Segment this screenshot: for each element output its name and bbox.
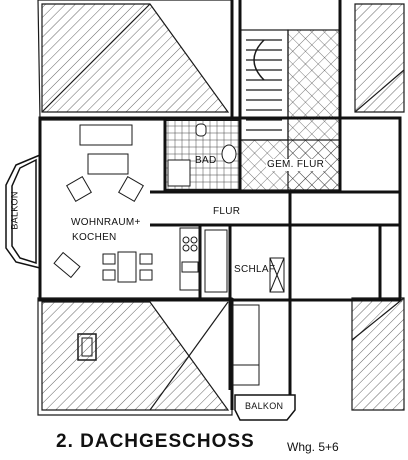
roof-areas: [37, 0, 405, 416]
balcony-bottom: [234, 394, 296, 421]
skylight: [77, 333, 97, 361]
plan-title: 2. DACHGESCHOSS: [56, 431, 255, 452]
label-balkon-bottom: BALKON: [245, 401, 284, 411]
label-bad: BAD: [195, 155, 217, 166]
bathtub: [167, 159, 191, 187]
toilet: [195, 123, 207, 137]
label-kochen: KOCHEN: [72, 232, 117, 243]
bedroom-furniture: [204, 229, 285, 386]
skylight-inner: [81, 337, 93, 357]
stairwell: [239, 29, 289, 141]
label-flur: FLUR: [213, 206, 241, 217]
balcony-left: [5, 153, 41, 269]
label-balkon-left: BALKON: [9, 191, 20, 230]
label-wohnraum: WOHNRAUM+: [71, 217, 141, 228]
label-schlaf: SCHLAF.: [234, 264, 278, 275]
living-furniture: [53, 124, 153, 283]
label-gem-flur: GEM. FLUR: [266, 159, 326, 171]
washbasin: [221, 144, 237, 164]
unit-label: Whg. 5+6: [287, 440, 339, 454]
kitchen-counter: [179, 227, 201, 291]
